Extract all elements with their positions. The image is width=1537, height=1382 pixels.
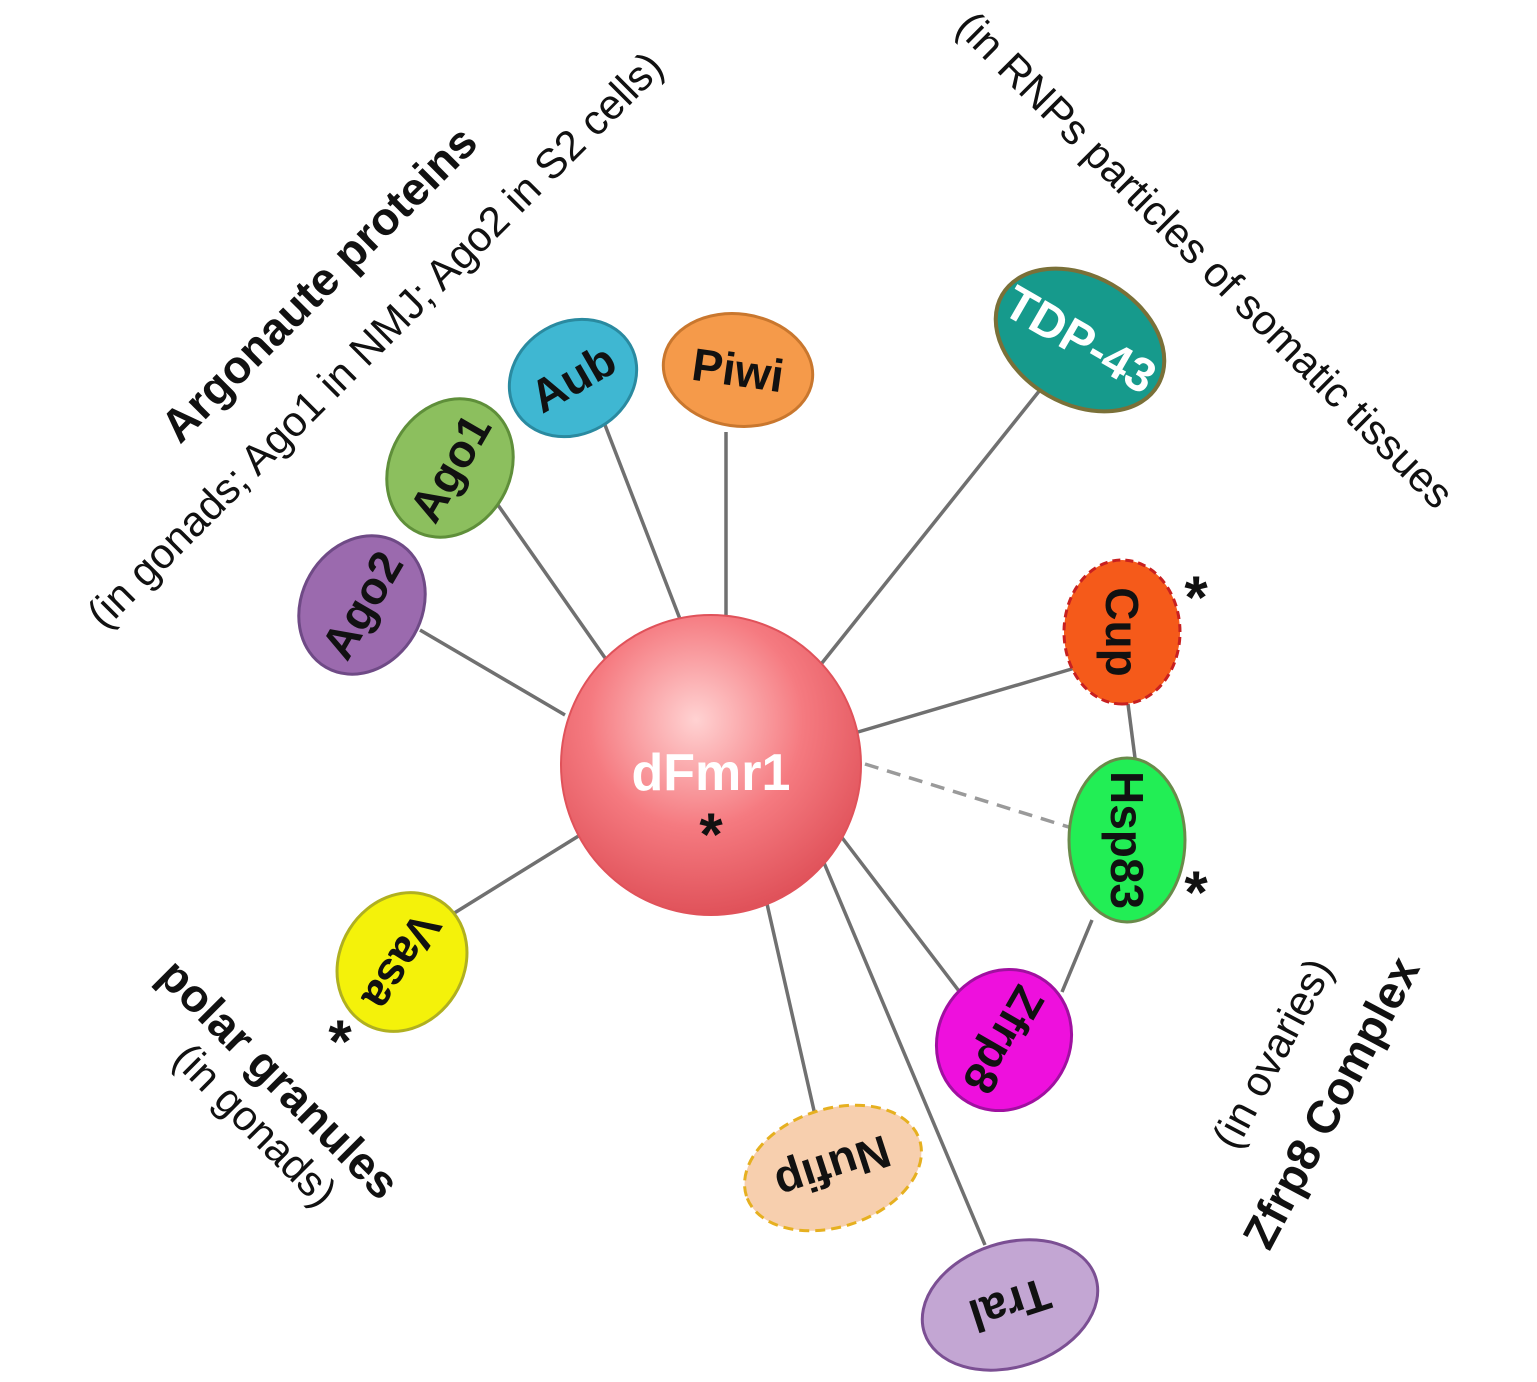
node-cup-star: *: [1184, 564, 1208, 631]
node-cup-label: Cup: [1096, 587, 1148, 676]
group-rnp-subtitle: (in RNPs particles of somatic tissues: [948, 2, 1463, 517]
edge-dfmr1-hsp83: [864, 762, 1073, 830]
edge-dfmr1-zfrp8: [838, 833, 964, 997]
edge-dfmr1-vasa: [434, 830, 586, 927]
node-piwi-label: Piwi: [689, 338, 787, 402]
node-tral[interactable]: Tral: [905, 1218, 1115, 1382]
node-dfmr1-label: dFmr1: [632, 744, 791, 802]
edge-cup-hsp83: [1126, 703, 1137, 759]
edge-dfmr1-tral: [820, 857, 987, 1246]
node-dfmr1[interactable]: dFmr1 *: [560, 614, 862, 916]
edge-dfmr1-ago1: [496, 503, 612, 667]
node-cup[interactable]: Cup: [1062, 558, 1182, 706]
node-zfrp8[interactable]: Zfrp8: [911, 945, 1097, 1136]
node-aub[interactable]: Aub: [488, 297, 658, 460]
edge-dfmr1-cup: [857, 666, 1076, 734]
node-ago2[interactable]: Ago2: [274, 513, 450, 698]
edge-dfmr1-nufip: [763, 894, 817, 1116]
node-tdp43[interactable]: TDP-43: [970, 240, 1190, 441]
edge-dfmr1-ago2: [419, 628, 566, 717]
node-hsp83-star: *: [1184, 859, 1208, 926]
edge-dfmr1-tdp43: [816, 378, 1050, 670]
edges: [419, 378, 1137, 1246]
node-vasa-star: *: [328, 1008, 352, 1075]
edge-hsp83-zfrp8: [1060, 919, 1094, 993]
node-hsp83-label: Hsp83: [1101, 771, 1153, 909]
node-ago1[interactable]: Ago1: [362, 376, 538, 561]
node-nufip[interactable]: Nufip: [728, 1084, 938, 1252]
node-dfmr1-star: *: [699, 801, 723, 868]
edge-dfmr1-aub: [603, 424, 687, 633]
node-hsp83[interactable]: Hsp83: [1067, 756, 1187, 924]
node-vasa[interactable]: Vasa: [311, 868, 492, 1056]
node-piwi[interactable]: Piwi: [656, 304, 820, 436]
